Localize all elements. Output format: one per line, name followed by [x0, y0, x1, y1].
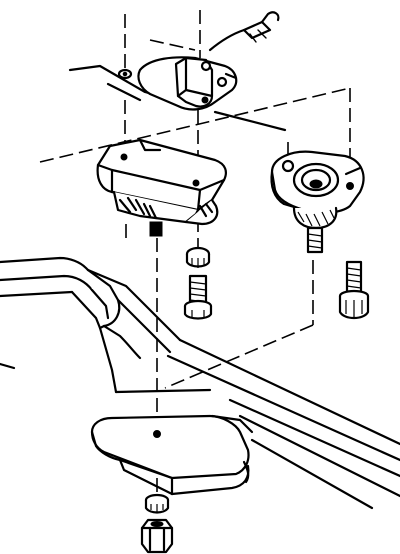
alignment-lines: [39, 10, 351, 492]
upper-surface-edge-inner: [106, 82, 142, 102]
upper-bracket: [137, 56, 238, 111]
upper-surface-edge-right: [213, 110, 287, 132]
bolt-left: [183, 274, 213, 320]
wire-connector: [208, 11, 280, 52]
upper-washer-left: [117, 68, 133, 80]
dash-bracket-top: [149, 39, 196, 51]
nut-upper: [185, 246, 211, 268]
bolt-right: [338, 260, 370, 320]
spacer-block: [96, 138, 227, 237]
frame-rail: [0, 256, 400, 510]
nut-lower: [140, 518, 174, 554]
frame-pad: [90, 414, 254, 496]
diagonal-dash-upper: [39, 87, 351, 163]
spacer-stud: [149, 221, 163, 237]
diagonal-dash-lower: [164, 324, 314, 389]
nut-lower-washer: [144, 493, 170, 514]
bumper-mount: [270, 150, 365, 254]
